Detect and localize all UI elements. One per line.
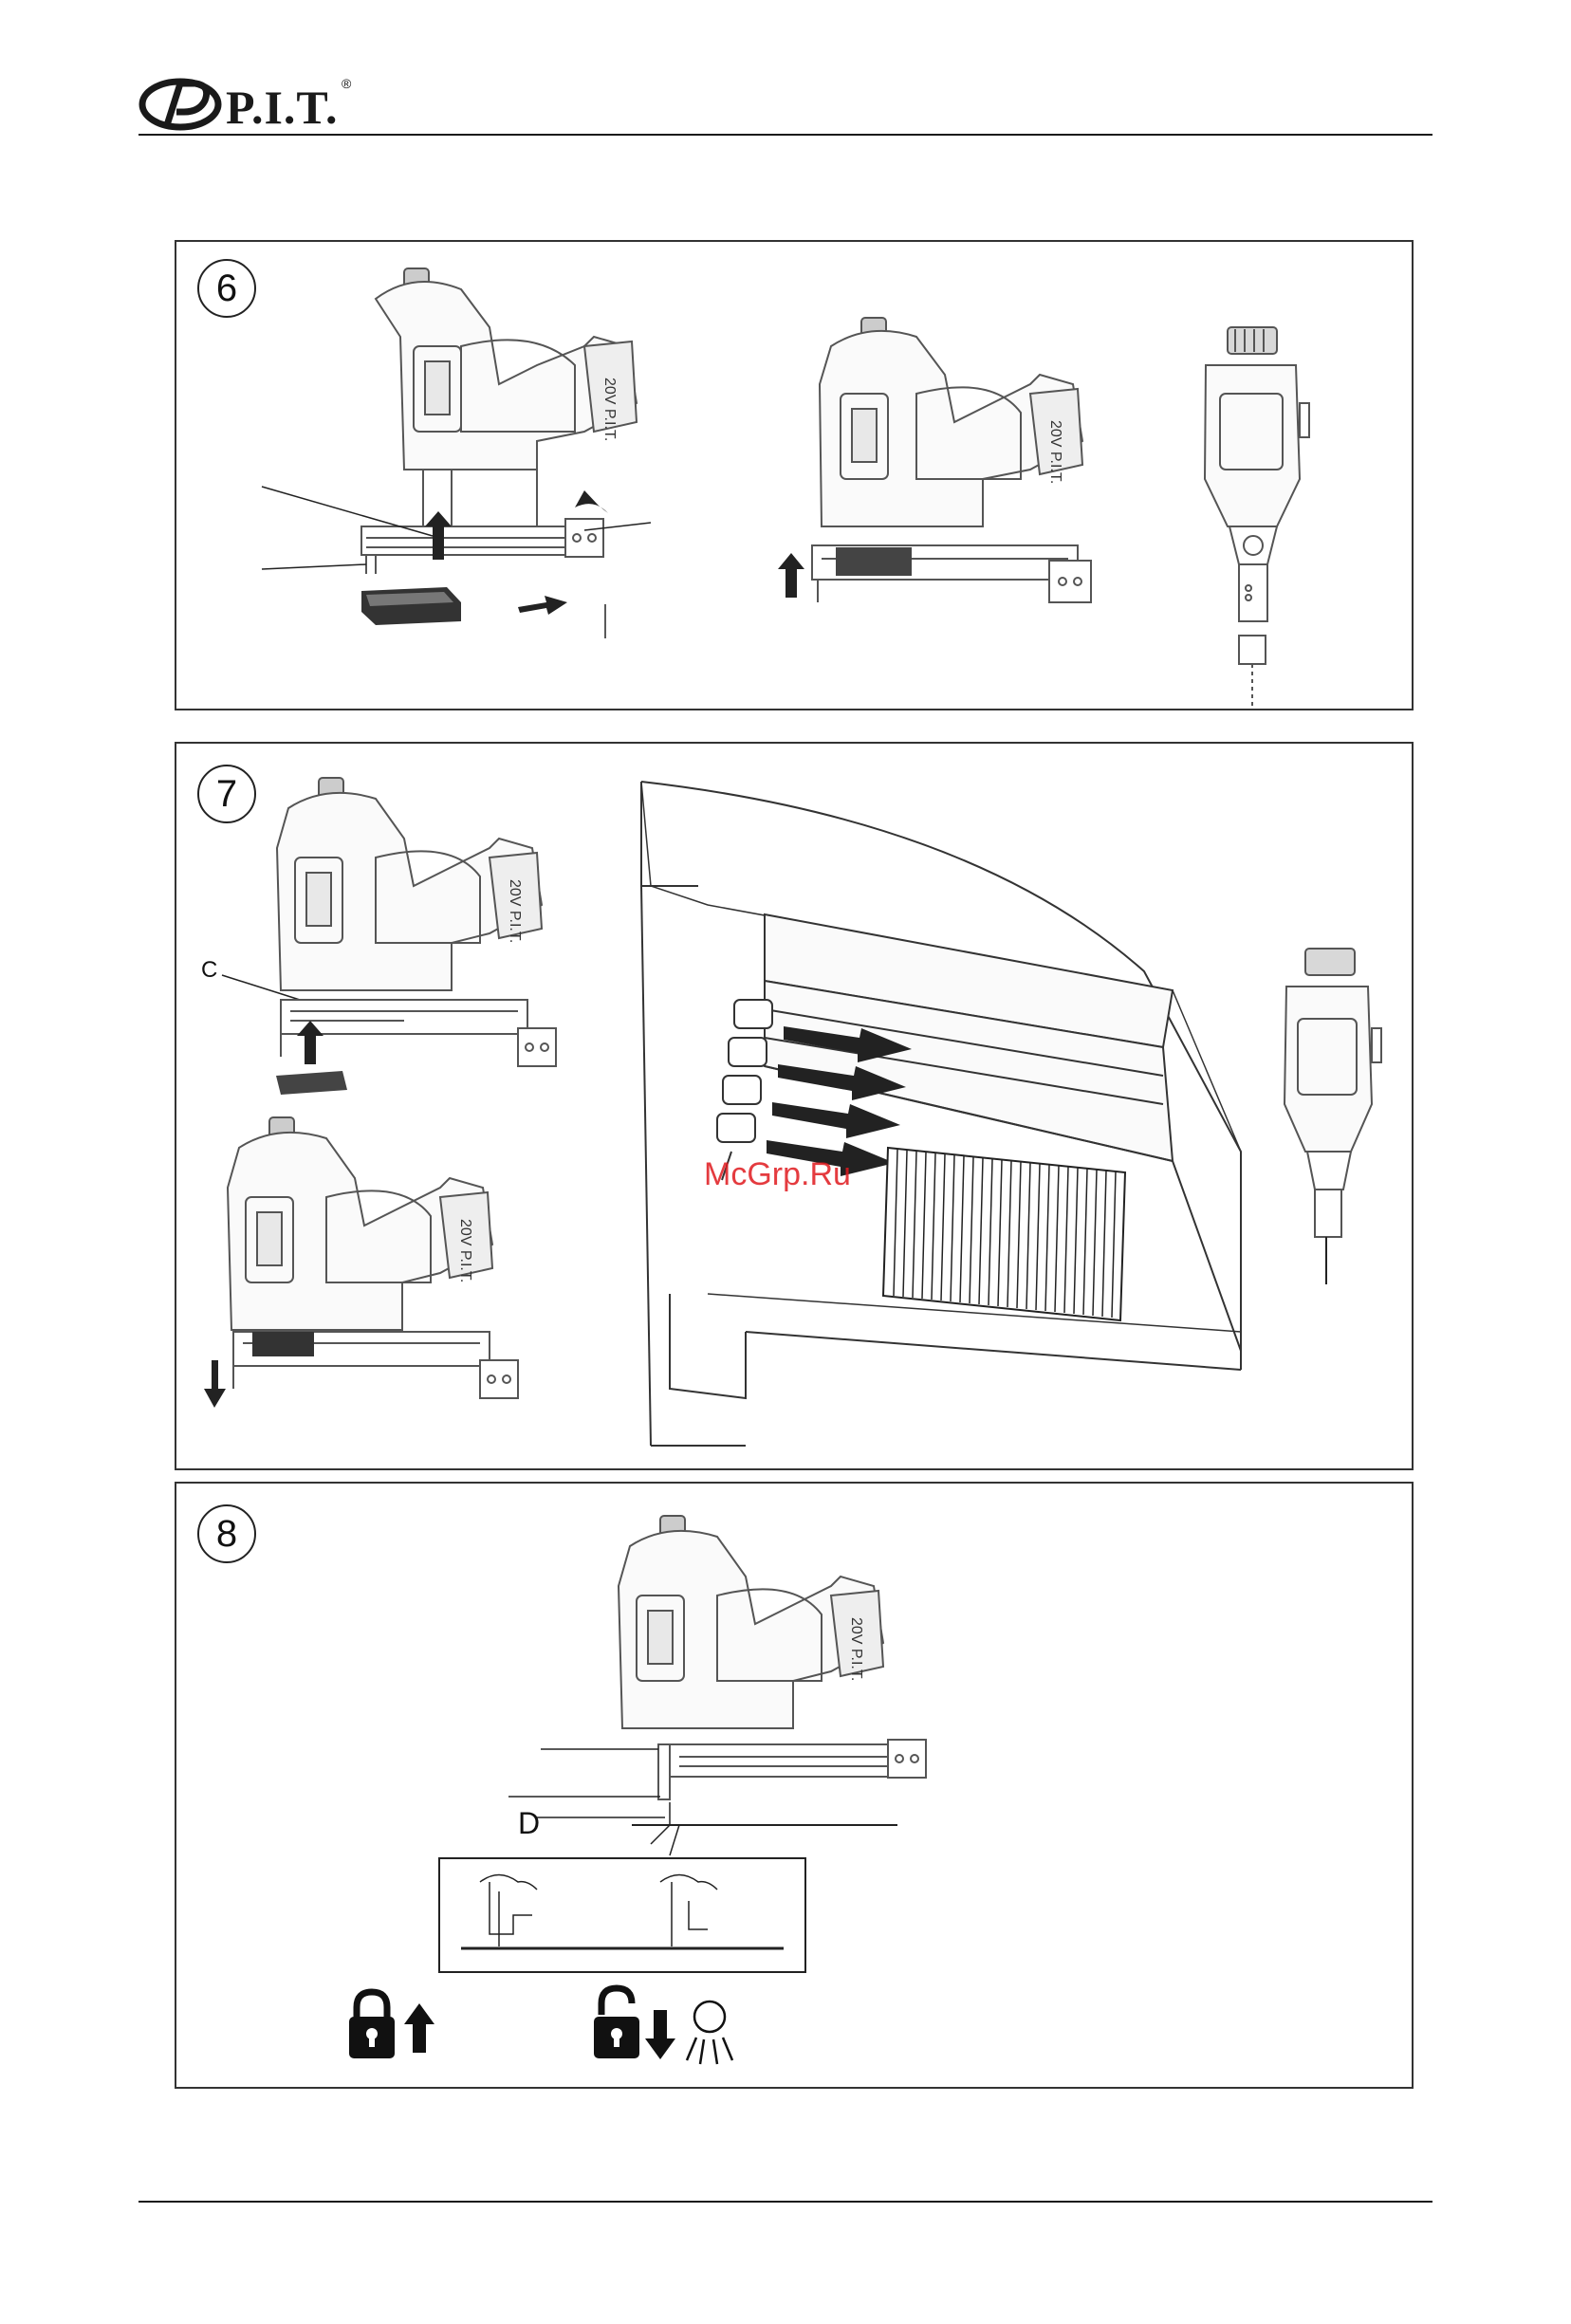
brand-name: P.I.T. [226,80,339,135]
footer-rule [139,2201,1432,2203]
magazine-detail-view [641,782,1241,1446]
contact-tip-detail [439,1858,805,1972]
nailer-front-view [1205,327,1309,707]
arrow-down-close [204,1360,226,1408]
panel-step-6: 6 20V P.I.T. [175,240,1414,710]
arrow-up-push [778,553,804,598]
padlock-open-icon [594,1988,639,2058]
work-light-icon [687,2001,732,2064]
staple-strip-inserted [252,1332,314,1356]
svg-text:20V P.I.T.: 20V P.I.T. [457,1219,473,1282]
panel-step-8: 8 D 20V P.I.T. [175,1482,1414,2089]
step-6-illustration: 20V P.I.T. [176,242,1415,712]
step-7-illustration: 20V P.I.T. 20V P.I.T. [176,744,1415,1472]
staple-strip-1 [361,587,461,625]
padlock-closed-icon [349,1992,395,2058]
brand-logo: P.I.T. ® [139,74,357,133]
staple-comb [883,1148,1125,1320]
svg-text:20V P.I.T.: 20V P.I.T. [601,378,618,441]
arrow-down-icon [645,2010,675,2059]
arrow-curved [575,490,608,513]
registered-mark: ® [342,76,351,91]
svg-text:20V P.I.T.: 20V P.I.T. [507,879,523,943]
staple-strip-c [276,1071,347,1095]
step-8-illustration: 20V P.I.T. [176,1484,1415,2091]
arrow-right-slide [518,596,567,615]
arrow-up-icon [404,2003,434,2053]
panel-step-7: 7 C 20V P.I.T. [175,742,1414,1470]
pit-emblem-icon [139,74,224,133]
nailer-load-view: 20V P.I.T. [277,778,556,1066]
nailer-side-view-1: 20V P.I.T. [361,268,637,574]
nailer-side-view-8: 20V P.I.T. [619,1516,926,1799]
header-rule [139,134,1432,136]
svg-text:20V P.I.T.: 20V P.I.T. [1047,420,1063,484]
staple-strip-loaded [836,547,912,576]
svg-text:20V P.I.T.: 20V P.I.T. [848,1617,864,1681]
nailer-front-view-7 [1285,949,1381,1284]
watermark: McGrp.Ru [704,1156,851,1193]
